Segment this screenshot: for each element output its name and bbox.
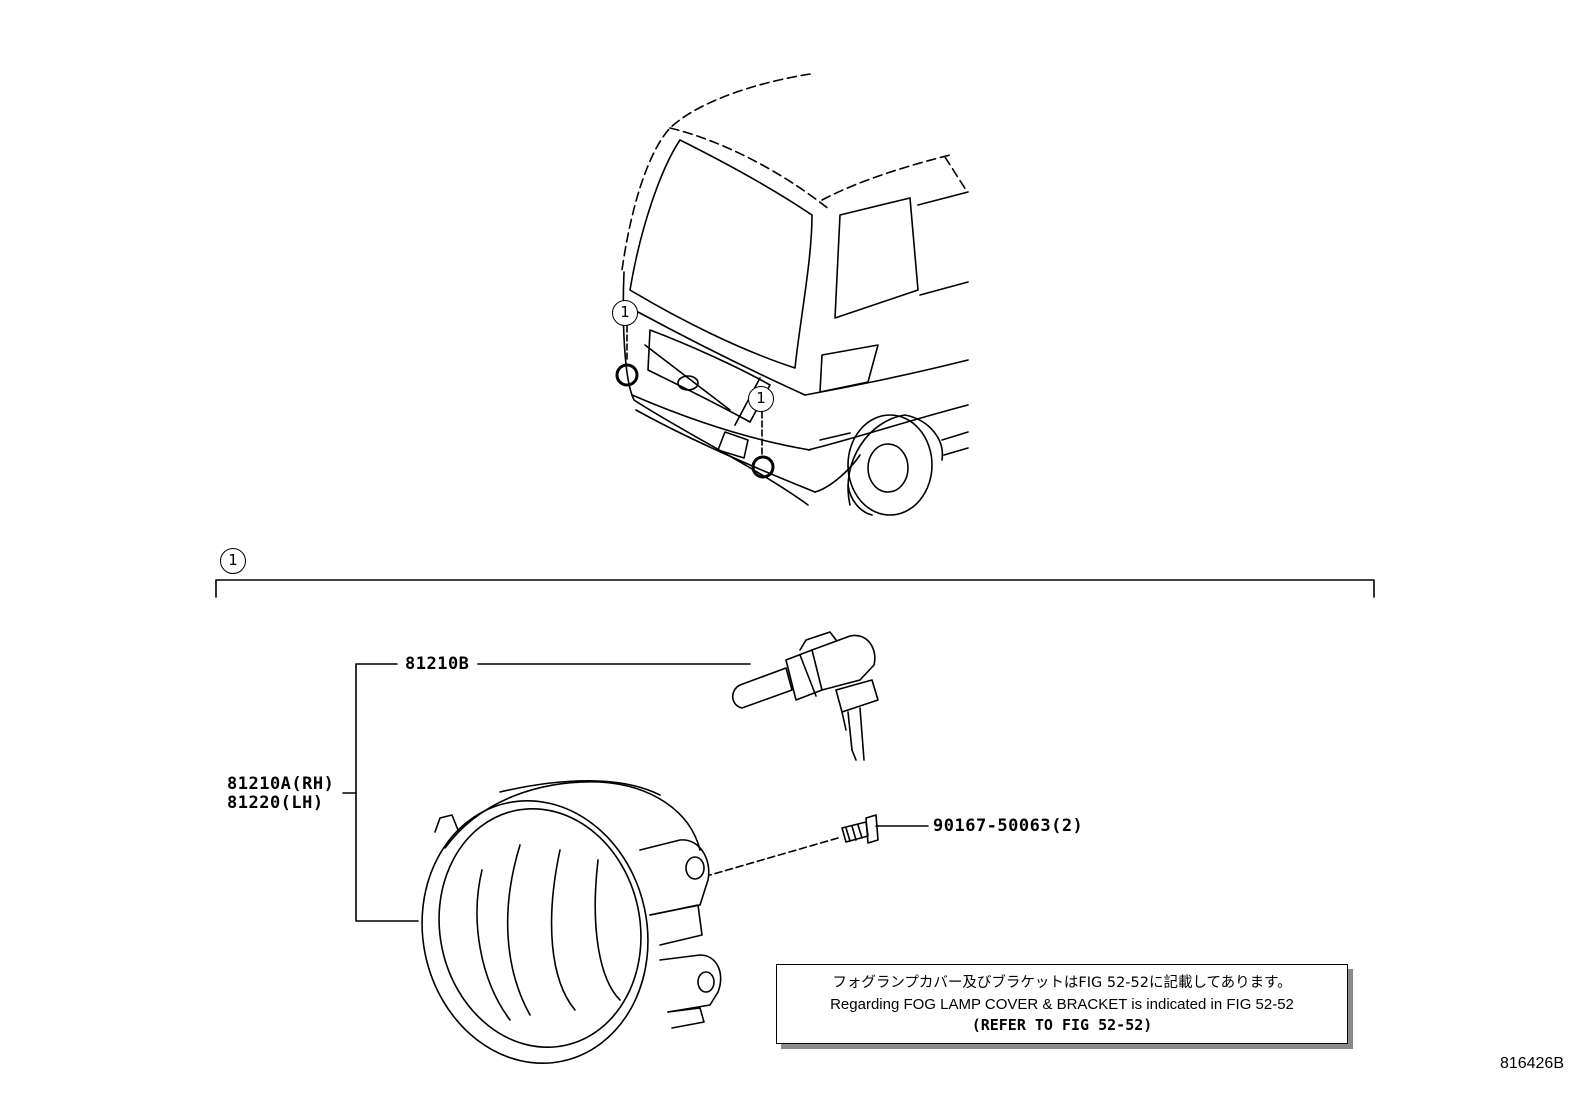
reference-note: フォグランプカバー及びブラケットはFIG 52-52に記載してあります。 Reg… <box>776 964 1348 1044</box>
note-reference: (REFER TO FIG 52-52) <box>971 1016 1153 1034</box>
part-lamp-lh-label: 81220(LH) <box>227 793 324 813</box>
figure-id: 816426B <box>1499 1055 1564 1072</box>
leader-screw-dashed <box>709 837 839 876</box>
fog-lamp-drawing <box>421 780 722 1064</box>
section-bracket <box>215 579 1375 598</box>
note-japanese: フォグランプカバー及びブラケットはFIG 52-52に記載してあります。 <box>832 975 1292 991</box>
bulb-drawing <box>731 631 879 761</box>
note-english: Regarding FOG LAMP COVER & BRACKET is in… <box>830 996 1294 1013</box>
callout-1-left: 1 <box>612 300 638 326</box>
part-bulb-label: 81210B <box>405 654 470 674</box>
vehicle-illustration <box>615 73 969 516</box>
callout-1-right: 1 <box>748 386 774 412</box>
part-lamp-rh-label: 81210A(RH) <box>227 774 335 794</box>
callout-1-section: 1 <box>220 548 246 574</box>
screw-drawing <box>841 814 879 844</box>
part-screw-label: 90167-50063(2) <box>933 816 1084 836</box>
leader-lamp-bracket <box>355 663 419 922</box>
